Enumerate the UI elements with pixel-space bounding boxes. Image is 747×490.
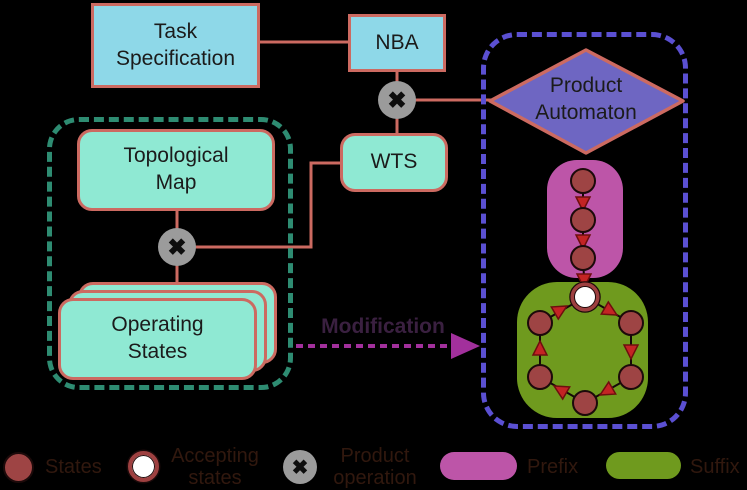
product-operation-icon: ✖ — [378, 81, 416, 119]
topological-map-box: Topological Map — [77, 129, 275, 211]
legend-label-accepting-states: Accepting states — [171, 445, 259, 489]
nba-box: NBA — [348, 14, 446, 72]
product-automaton-group-container — [481, 32, 688, 429]
accepting-state-circle-icon — [128, 451, 159, 482]
nba-label: NBA — [375, 30, 419, 54]
product-automaton-label: Product Automaton — [535, 74, 637, 124]
multiply-icon: ✖ — [387, 86, 407, 113]
legend-label-product-operation: Product operation — [333, 445, 417, 489]
wts-box: WTS — [340, 133, 448, 192]
state-circle-icon — [3, 452, 34, 483]
product-operation-icon: ✖ — [158, 228, 196, 266]
topological-map-label: Topological Map — [123, 144, 229, 194]
task-specification-label: Task Specification — [115, 19, 236, 70]
modification-label: Modification — [321, 315, 445, 338]
wts-label: WTS — [370, 150, 418, 174]
prefix-swatch-icon — [440, 452, 517, 480]
legend-label-prefix: Prefix — [527, 456, 579, 478]
multiply-icon: ✖ — [167, 233, 187, 260]
product-operation-icon: ✖ — [283, 450, 317, 484]
topological-group-container — [47, 117, 293, 390]
legend-label-suffix: Suffix — [690, 456, 740, 478]
task-specification-box: Task Specification — [91, 3, 260, 88]
suffix-swatch-icon — [606, 452, 681, 479]
operating-states-label: Operating States — [111, 313, 204, 363]
operating-states-box: Operating States — [58, 298, 257, 380]
multiply-icon: ✖ — [291, 456, 309, 479]
legend-label-states: States — [45, 456, 102, 478]
